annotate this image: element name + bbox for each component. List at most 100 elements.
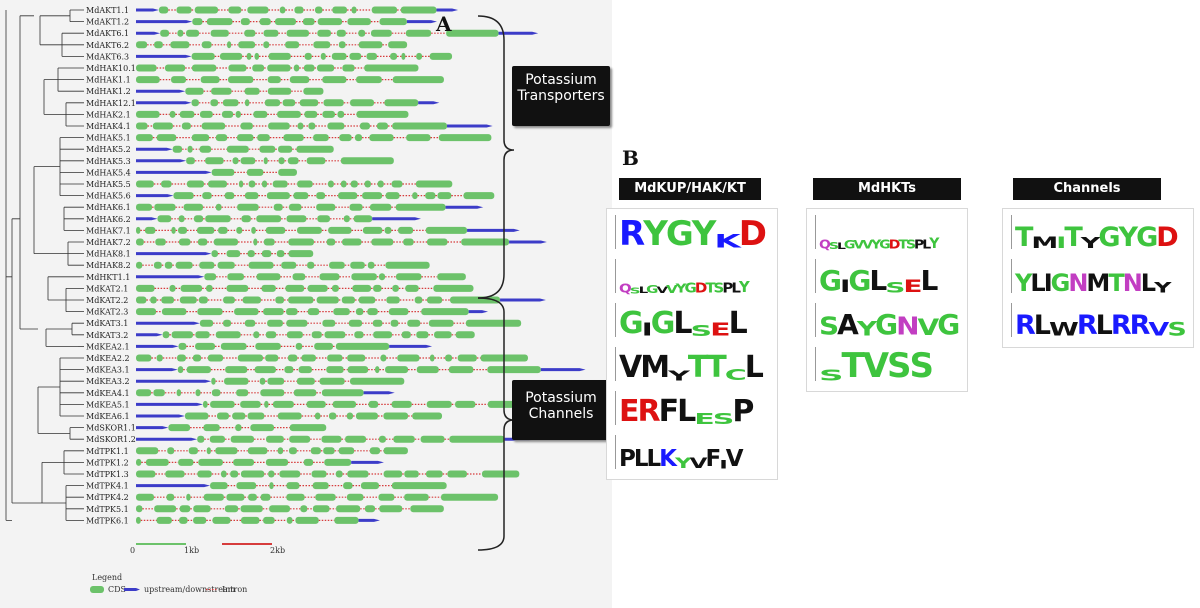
logo-letter: P (732, 394, 754, 429)
logo-letter: S (885, 279, 905, 296)
gene-structure (136, 226, 520, 234)
logo-letter: I (839, 276, 851, 297)
logo-letter: L (677, 394, 696, 429)
logo-letter: N (896, 311, 919, 341)
gene-label: MdHAK4.1 (86, 122, 131, 131)
gene-structure (136, 424, 327, 432)
gene-label: MdKEA6.1 (86, 412, 130, 421)
gene-label: MdHAK5.5 (86, 180, 131, 189)
logo-letter: V (862, 346, 889, 386)
gene-structure (136, 342, 433, 350)
gene-structure (136, 64, 419, 72)
logo-letter: M (640, 350, 670, 385)
channels-bracket (477, 297, 515, 551)
logo-letter: V (619, 350, 642, 385)
logo-letter: T (1108, 269, 1124, 297)
gene-structure (136, 284, 474, 292)
channels-label-line2: Channels (528, 406, 594, 422)
gene-label: MdHAK8.1 (86, 250, 131, 259)
gene-label: MdAKT1.2 (86, 18, 129, 27)
logo-letter: V (862, 239, 873, 252)
logo-axis (815, 303, 816, 337)
gene-label: MdAKT6.1 (86, 29, 129, 38)
logo-letter: T (705, 279, 715, 296)
logo-letter: D (1156, 222, 1178, 253)
logo-axis (815, 259, 816, 293)
logo-axis (615, 435, 616, 469)
gene-label: MdTPK4.2 (86, 493, 129, 502)
logo-letter: I (1056, 233, 1066, 253)
logo-letter: D (888, 237, 901, 252)
logo-letter: G (646, 283, 658, 296)
gene-label: MdKAT2.1 (86, 284, 128, 293)
logo-letter: R (1015, 310, 1036, 341)
logo-letter: N (1068, 269, 1088, 297)
logo-letter: V (725, 446, 744, 472)
logo-axis (815, 215, 816, 249)
logo-letter: R (619, 214, 645, 254)
gene-structure (136, 493, 499, 501)
logo-letter: S (819, 366, 843, 385)
gene-label: MdKAT2.3 (86, 308, 128, 317)
logo-letter: R (1129, 310, 1151, 341)
logo-letter: T (706, 350, 727, 385)
logo-letter: V (917, 314, 940, 341)
logo-letter: C (724, 366, 747, 384)
gene-label: MdKEA3.1 (86, 366, 130, 375)
gene-structure (136, 168, 297, 176)
logo-letter: M (1086, 269, 1110, 297)
logo-group-title: MdHKTs (813, 178, 961, 200)
gene-structure (136, 157, 394, 165)
channels-label: Potassium Channels (512, 380, 610, 440)
gene-label: MdSKOR1.2 (86, 435, 136, 444)
scale-label: 2kb (270, 546, 285, 555)
logo-axis (815, 347, 816, 381)
gene-label: MdHAK8.2 (86, 261, 131, 270)
logo-letter: Y (738, 278, 750, 296)
logo-letter: G (843, 239, 855, 252)
transporters-label-line2: Transporters (517, 88, 605, 104)
logo-letter: D (738, 214, 767, 254)
logo-axis (1011, 215, 1012, 249)
logo-letter: G (650, 306, 676, 341)
gene-label: MdHAK5.3 (86, 157, 131, 166)
logo-letter: Y (1080, 235, 1101, 253)
gene-label: MdKAT2.2 (86, 296, 128, 305)
gene-structure (136, 412, 443, 420)
logo-letter: S (905, 237, 916, 252)
gene-structure (136, 505, 444, 513)
gene-structure (136, 470, 520, 478)
logo-letter: R (637, 394, 661, 429)
legend-title: Legend (92, 573, 122, 582)
gene-label: MdKEA3.2 (86, 377, 130, 386)
gene-label: MdHAK7.1 (86, 226, 131, 235)
logo-axis (615, 347, 616, 381)
gene-label: MdSKOR1.1 (86, 424, 136, 433)
logo-letter: L (922, 237, 931, 252)
gene-structure (136, 366, 586, 374)
logo-letter: F (705, 446, 721, 472)
gene-structure (136, 41, 408, 49)
logo-group-title: Channels (1013, 178, 1161, 200)
logo-letter: G (665, 214, 694, 254)
gene-structure (136, 447, 408, 455)
gene-structure (136, 122, 493, 130)
gene-label: MdHAK7.2 (86, 238, 131, 247)
logo-letter: K (659, 446, 677, 472)
gene-structure (136, 354, 528, 362)
logo-letter: L (638, 284, 648, 296)
gene-structure (136, 482, 447, 490)
logo-letter: L (673, 306, 692, 341)
gene-structure (136, 319, 522, 327)
logo-axis (615, 215, 616, 249)
gene-structure (136, 261, 430, 269)
logo-letter: L (869, 264, 887, 297)
gene-structure (136, 99, 440, 107)
transporters-bracket (477, 15, 515, 299)
transporters-label-line1: Potassium (525, 72, 597, 88)
logo-letter: T (1064, 222, 1082, 253)
gene-label: MdHAK5.1 (86, 134, 131, 143)
